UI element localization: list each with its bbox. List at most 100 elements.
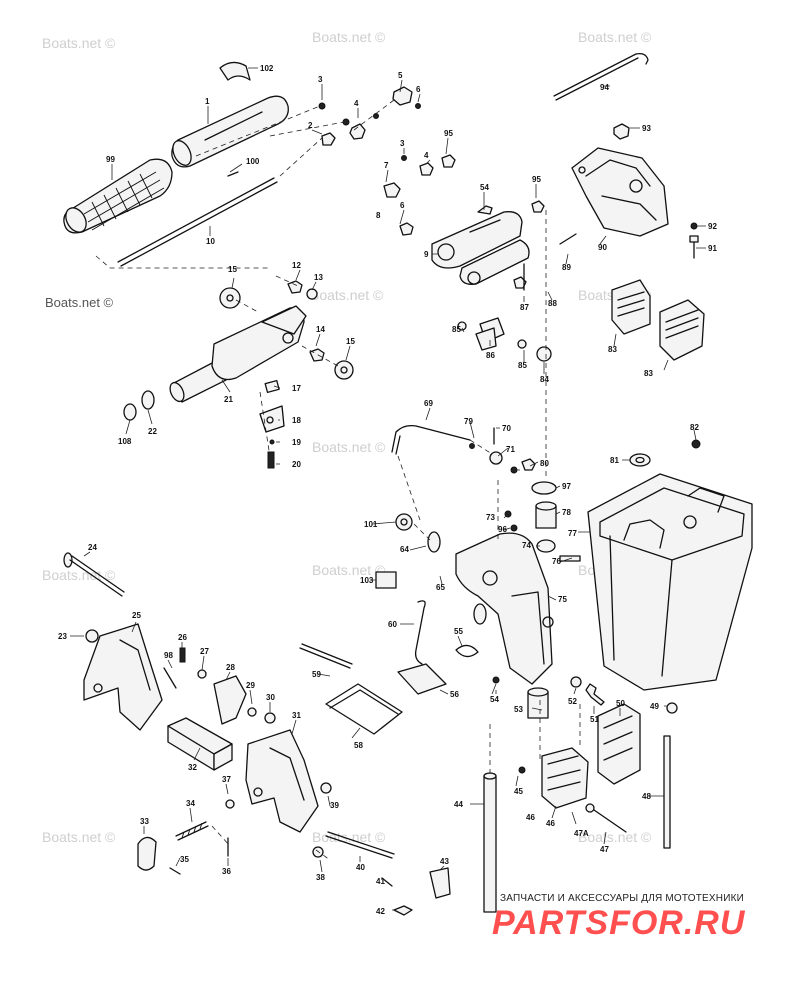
part-labels: 1 3 5 4 6 102 2 99 100 10 94 93 3 95 4 7…: [58, 64, 717, 916]
bushing-78: [535, 501, 557, 529]
part-label: 23: [58, 632, 67, 641]
part-label: 108: [118, 437, 132, 446]
part-label: 40: [356, 863, 365, 872]
part-label: 48: [642, 792, 651, 801]
washer-29: [247, 707, 257, 717]
cable-69: [391, 424, 471, 455]
part-label: 6: [400, 201, 405, 210]
part-label: 12: [292, 261, 301, 270]
swivel-tube-21: [169, 305, 307, 403]
block-86: [475, 317, 505, 351]
seal-81: [629, 453, 651, 467]
block-32: [167, 717, 233, 771]
part-label: 88: [548, 299, 557, 308]
part-label: 3: [318, 75, 323, 84]
part-label: 55: [454, 627, 463, 636]
part-label: 36: [222, 867, 231, 876]
assembly-guides: [211, 210, 581, 861]
watermark: Boats.net ©: [312, 562, 386, 578]
washer-23: [85, 629, 99, 643]
part-label: 91: [708, 244, 717, 253]
part-label: 49: [650, 702, 659, 711]
part-label: 54: [490, 695, 499, 704]
nut-13: [306, 288, 318, 300]
part-label: 26: [178, 633, 187, 642]
part-label: 73: [486, 513, 495, 522]
throttle-tube-1: [171, 95, 289, 168]
part-label: 38: [316, 873, 325, 882]
part-label: 22: [148, 427, 157, 436]
washer-15a: [219, 287, 241, 309]
part-label: 78: [562, 508, 571, 517]
part-label: 53: [514, 705, 523, 714]
part-label: 42: [376, 907, 385, 916]
nut-12: [287, 280, 303, 294]
part-label: 39: [330, 801, 339, 810]
watermark: Boats.net ©: [312, 29, 386, 45]
part-label: 20: [292, 460, 301, 469]
nut-93: [613, 123, 630, 140]
swivel-bracket-75: [455, 532, 554, 685]
part-label: 93: [642, 124, 651, 133]
part-label: 17: [292, 384, 301, 393]
part-label: 24: [88, 543, 97, 552]
clip-102: [219, 61, 251, 81]
small-hardware-25: [163, 647, 207, 689]
part-label: 101: [364, 520, 378, 529]
nut-85: [457, 321, 467, 331]
clip-55: [455, 644, 479, 658]
watermark: Boats.net ©: [578, 829, 652, 845]
part-label: 19: [292, 438, 301, 447]
part-label: 58: [354, 741, 363, 750]
cover-83a: [611, 279, 651, 335]
rod-48: [663, 735, 671, 849]
part-label: 70: [502, 424, 511, 433]
plug-82: [691, 439, 701, 449]
bracket-43: [429, 867, 451, 899]
bushing-64b: [473, 603, 487, 625]
part-label: 6: [416, 85, 421, 94]
bracket-90: [571, 147, 669, 237]
part-label: 94: [600, 83, 609, 92]
clip-42: [393, 905, 413, 916]
part-label: 56: [450, 690, 459, 699]
part-label: 82: [690, 423, 699, 432]
part-label: 35: [180, 855, 189, 864]
part-label: 15: [228, 265, 237, 274]
part-label: 83: [644, 369, 653, 378]
bolt-47: [585, 803, 627, 833]
watermark: Boats.net ©: [45, 295, 114, 310]
part-label: 5: [398, 71, 403, 80]
clamp-bracket-31: [245, 729, 319, 833]
pin-100: [227, 171, 239, 177]
part-label: 64: [400, 545, 409, 554]
part-label: 7: [384, 161, 389, 170]
washers-22-108: [123, 390, 155, 421]
nut-39: [320, 782, 332, 794]
part-label: 43: [440, 857, 449, 866]
part-label: 80: [540, 459, 549, 468]
plug-49: [666, 702, 678, 714]
part-label: 21: [224, 395, 233, 404]
part-label: 37: [222, 775, 231, 784]
part-label: 50: [616, 699, 625, 708]
part-label: 96: [498, 525, 507, 534]
part-label: 76: [552, 557, 561, 566]
bolt-51: [585, 683, 605, 706]
small-hardware-mid: [469, 427, 536, 474]
part-label: 28: [226, 663, 235, 672]
part-label: 69: [424, 399, 433, 408]
housing-77: [587, 473, 753, 691]
part-label: 46: [546, 819, 555, 828]
part-label: 60: [388, 620, 397, 629]
screw-45: [518, 766, 526, 774]
footer-caption: ЗАПЧАСТИ И АКСЕССУАРЫ ДЛЯ МОТОТЕХНИКИ: [500, 893, 745, 904]
screw-91: [689, 235, 699, 259]
part-label: 99: [106, 155, 115, 164]
housing-50: [597, 703, 641, 785]
part-label: 95: [532, 175, 541, 184]
part-label: 18: [292, 416, 301, 425]
part-label: 77: [568, 529, 577, 538]
spring-60: [414, 600, 426, 665]
